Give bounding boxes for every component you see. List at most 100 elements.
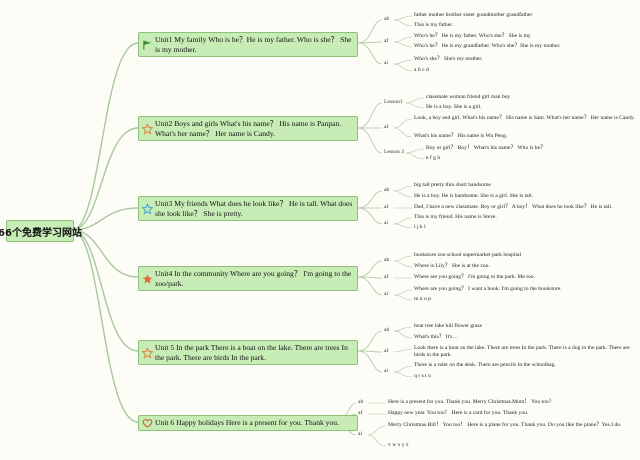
group-label[interactable]: ab [384,187,390,193]
branch-unit-group [357,41,383,44]
branch-unit-group [357,207,383,225]
unit-node[interactable]: Unit1 My family Who is he？He is my fathe… [138,32,358,58]
leaf-text: Where are you going？ I'm going to the pa… [414,274,535,280]
branch-group-leaf [393,294,413,301]
branch-group-leaf [393,348,413,353]
unit-title: Unit2 Boys and girls What's his name？ Hi… [155,119,342,138]
branch-group-leaf [393,190,413,198]
leaf-text: Merry Christmas.Bill！ You too！ Here is a… [388,422,622,428]
leaf-text: Who's he？ He is my grandfather. Who's sh… [414,43,561,49]
branch-unit-group [357,102,383,129]
group-label[interactable]: ai [384,291,389,297]
star-outline-icon [141,346,154,359]
leaf-text: i j k l [414,224,426,230]
branch-group-leaf [393,127,413,138]
leaf-text: Boy or girl？ Boy！ What's his name？ Who i… [426,145,546,151]
leaf-text: He is a boy. He is handsome. She is a gi… [414,193,534,199]
leaf-text: boat tree lake hill flower grass [414,323,482,329]
leaf-text: Here is a present for you. Thank you. Me… [388,399,555,405]
leaf-text: v w x y z [388,442,409,448]
branch-group-leaf [405,148,425,154]
leaf-text: big tall pretty thin short handsome [414,182,491,188]
leaf-text: What's his name？ His name is Wu Peng. [414,133,508,139]
group-label[interactable]: ai [384,60,389,66]
unit-node[interactable]: Unit 5 In the park There is a boat on th… [138,340,358,366]
group-label[interactable]: Lesson 3 [384,149,405,155]
branch-root-unit [71,42,139,231]
branch-unit-group [357,19,383,44]
leaf-text: bookstore zoo school supermarket park ho… [414,252,522,258]
unit-title: Unit1 My family Who is he？He is my fathe… [155,35,352,54]
unit-node[interactable]: Unit 6 Happy holidays Here is a present … [138,415,358,431]
leaf-text: classmate woman friend girl man boy [426,94,511,100]
branch-unit-group [357,330,383,352]
branch-group-leaf [405,152,425,160]
root-label: 66个免费学习网站 [0,227,82,239]
branch-group-leaf [393,19,413,27]
unit-node[interactable]: Unit3 My friends What does he look like？… [138,196,358,222]
root-node[interactable]: 66个免费学习网站 [0,220,82,242]
branch-group-leaf [393,118,413,129]
group-label[interactable]: ab [384,16,390,22]
branch-group-leaf [405,102,425,109]
group-label[interactable]: af [384,124,389,130]
branch-root-unit [71,207,139,231]
leaf-text: father mother brother sister grandmother… [414,12,533,18]
group-label[interactable]: af [384,204,389,210]
branch-unit-group [357,42,383,65]
group-label[interactable]: af [384,38,389,44]
branch-group-leaf [393,255,413,262]
leaf-text: There is a ruler on the desk. There are … [414,362,556,368]
unit-title: Unit4 In the community Where are you goi… [155,269,352,288]
star-outline-icon [141,122,154,135]
leaf-text: Where is Lily？ She is at the zoo. [414,263,490,269]
leaf-text: Look, a boy and girl. What's his name？ H… [414,115,635,121]
star-red-icon [142,273,153,284]
group-label[interactable]: ai [384,220,389,226]
leaf-text: Who's he？ He is my father. Who's she？ Sh… [414,33,531,39]
branch-group-leaf [393,59,413,65]
leaf-text: m n o p [414,296,431,302]
group-label[interactable]: ab [358,399,364,405]
unit-node[interactable]: Unit2 Boys and girls What's his name？ Hi… [138,116,358,142]
branch-group-leaf [367,434,387,447]
branch-group-leaf [393,330,413,339]
branch-unit-group [357,276,383,296]
branch-group-leaf [405,97,425,104]
flag-icon [142,39,153,50]
group-label[interactable]: af [384,274,389,280]
branch-group-leaf [393,365,413,373]
leaf-text: This is my father. [414,22,454,28]
unit-title: Unit 5 In the park There is a boat on th… [155,343,348,362]
leaf-text: What's this？ It's… [414,334,458,340]
group-label[interactable]: ai [358,431,363,437]
unit-node[interactable]: Unit4 In the community Where are you goi… [138,266,358,292]
leaf-text: Where are you going？ I want a book. I'm … [414,286,562,292]
branch-group-leaf [393,15,413,21]
branch-group-leaf [393,217,413,225]
leaf-text: q r s t u [414,373,431,379]
branch-unit-group [357,260,383,278]
group-label[interactable]: Lesson1 [384,99,403,105]
leaf-text: Who's she？ She's my mother. [414,56,483,62]
unit-title: Unit 6 Happy holidays Here is a present … [155,418,339,427]
branch-unit-group [357,190,383,209]
branch-group-leaf [393,185,413,192]
branch-group-leaf [367,425,387,436]
branch-root-unit [71,229,139,278]
leaf-text: He is a boy. She is a girl. [426,104,482,110]
group-label[interactable]: ai [384,368,389,374]
branch-group-leaf [393,63,413,72]
leaf-text: Happy new year. You too！ Here is a card … [388,410,529,416]
group-label[interactable]: af [358,410,363,416]
group-label[interactable]: af [384,348,389,354]
branch-group-leaf [393,41,413,48]
branch-group-leaf [393,289,413,296]
leaf-text: Look there is a boat on the lake. There … [414,345,630,358]
group-label[interactable]: ab [384,257,390,263]
group-label[interactable]: ab [384,327,390,333]
star-blue-icon [141,202,154,215]
branch-root-unit [71,229,139,352]
leaf-text: a b c d [414,67,429,73]
